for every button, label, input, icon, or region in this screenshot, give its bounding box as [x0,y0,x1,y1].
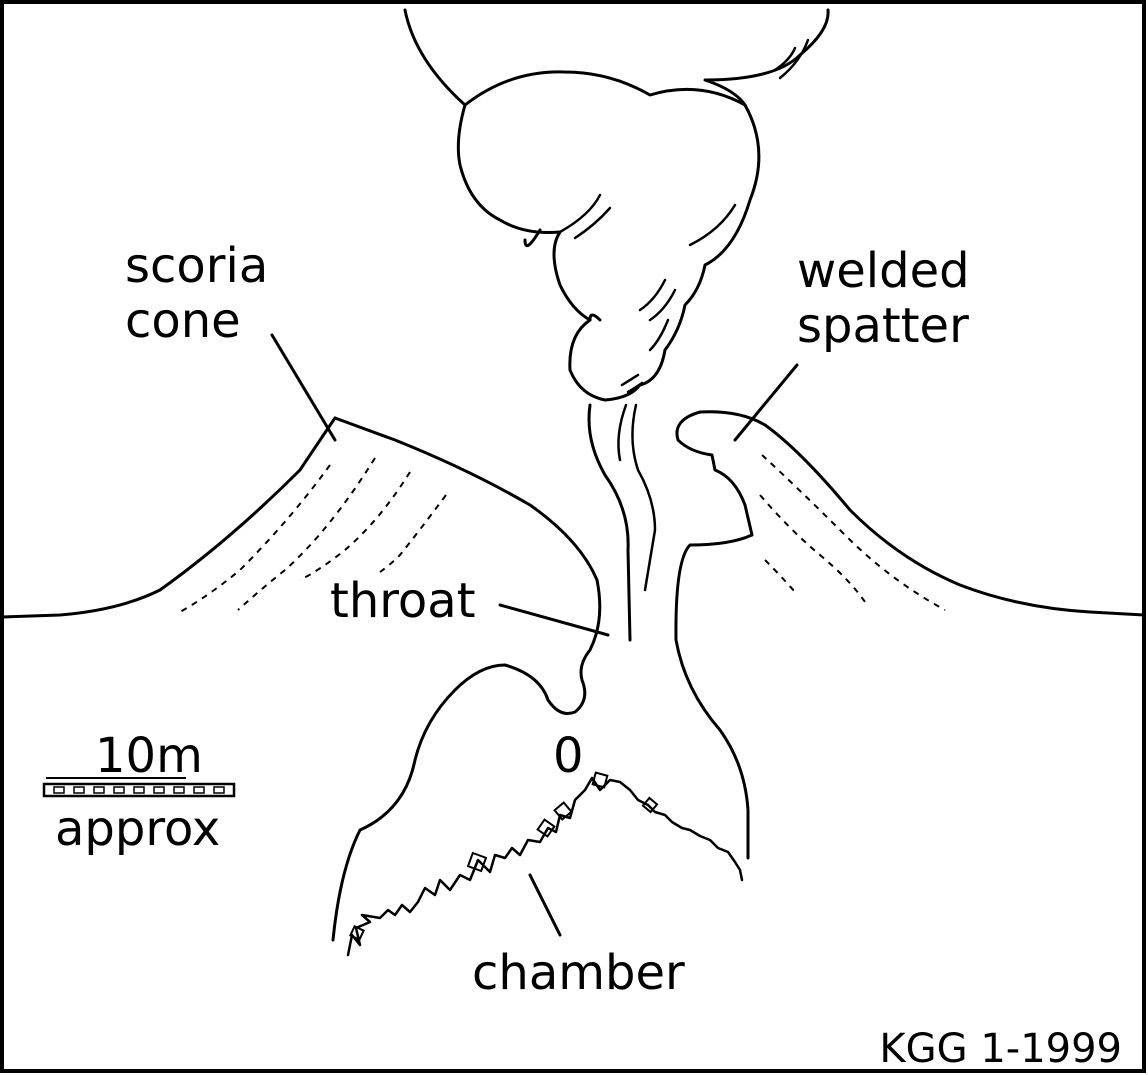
scale-note-label: approx [55,801,220,857]
chamber-rock [553,801,573,821]
scale-segment [53,786,65,794]
throat-conduit [587,403,657,642]
scoria-label-line1: scoria [125,238,268,294]
magma-chamber [346,771,744,957]
conduit-line [617,403,628,462]
spatter-layer [764,559,796,593]
chamber-leader [528,873,562,937]
plume-bulge [588,313,602,322]
scale-segment [193,786,205,794]
welded-label-line2: spatter [797,298,969,354]
cone-layer [299,471,411,581]
cone-layer [179,464,331,613]
cone-layer [379,494,447,573]
chamber-rock [466,851,488,873]
chamber-rock [641,796,659,814]
throat-leader [498,603,610,637]
plume-detail [778,38,810,80]
plume-detail [688,203,737,247]
chamber-label: chamber [472,945,685,1001]
eruption-plume [403,8,830,402]
cone-layer [237,457,376,611]
chamber-roof [346,776,744,957]
scale-bar-box [42,782,236,798]
conduit-line [587,403,632,642]
plume-bulge [523,228,542,248]
cone-outline [331,416,602,942]
scale-segment [133,786,145,794]
plume-cloud [403,8,830,402]
throat-label: throat [330,573,476,629]
scoria-cone [179,416,602,942]
spatter-layer [759,494,866,603]
ground-line-right [674,410,1146,860]
scale-segment [113,786,125,794]
plume-detail [648,288,677,322]
spatter-layer [761,454,946,611]
scale-segment [73,786,85,794]
plume-detail [773,46,797,72]
ground-line-left [0,416,337,619]
plume-detail [558,193,602,234]
chamber-rock [536,818,556,838]
plume-detail [638,278,667,312]
welded-spatter-leader [733,363,799,442]
welded-label-line1: welded [797,243,970,299]
scale-bar [42,777,236,798]
credit-label: KGG 1-1999 [879,1026,1122,1072]
plume-detail [648,318,670,352]
scale-value-label: 10m [95,728,203,784]
welded-spatter [759,454,946,611]
plume-bulge [463,70,747,107]
scale-segment [153,786,165,794]
zero-marker: 0 [553,728,584,784]
plume-detail [573,206,612,240]
plume-detail [620,373,640,387]
scale-segment [213,786,225,794]
scale-segment [93,786,105,794]
plume-detail [626,381,644,394]
scoria-label-line2: cone [125,293,241,349]
scoria-cone-leader [270,333,337,442]
chamber-rock [349,925,365,941]
scale-segment [173,786,185,794]
chamber-rock [591,771,609,789]
conduit-line [631,403,657,592]
